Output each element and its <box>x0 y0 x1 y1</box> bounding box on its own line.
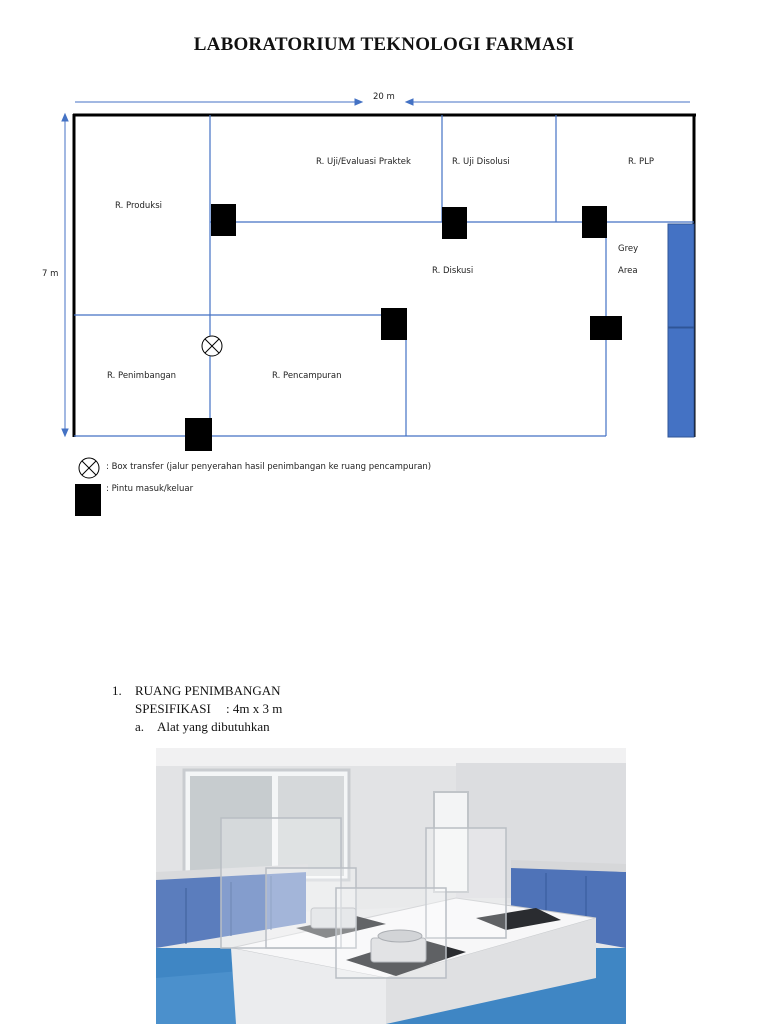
grey-area-wall-lower <box>667 327 695 438</box>
section-heading: RUANG PENIMBANGAN <box>135 683 281 698</box>
subsection-letter: a. <box>135 719 145 734</box>
room-label-penimbangan: R. Penimbangan <box>107 371 177 381</box>
spec-value: : 4m x 3 m <box>226 701 283 716</box>
room-label-produksi: R. Produksi <box>115 201 162 211</box>
room-label-pencampuran: R. Pencampuran <box>272 371 342 381</box>
floor-plan <box>61 98 696 516</box>
legend-box-transfer-icon <box>78 457 100 479</box>
room-label-diskusi: R. Diskusi <box>432 266 474 276</box>
weighing-room-photo <box>156 748 626 1024</box>
legend-box-transfer-text: : Box transfer (jalur penyerahan hasil p… <box>106 462 432 472</box>
door-plp <box>582 206 607 238</box>
doors <box>185 204 622 451</box>
grey-area-wall-upper <box>667 223 695 328</box>
room-label-plp: R. PLP <box>628 157 654 167</box>
height-dimension-label: 7 m <box>42 269 59 279</box>
door-penimbangan <box>185 418 212 451</box>
room-label-grey-area-1: Grey <box>618 244 639 254</box>
room-label-uji-evaluasi: R. Uji/Evaluasi Praktek <box>316 157 411 167</box>
room-label-grey-area-2: Area <box>618 266 638 276</box>
door-grey-area <box>590 316 622 340</box>
subsection-heading: Alat yang dibutuhkan <box>157 719 270 734</box>
door-uji-disolusi <box>442 207 467 239</box>
document-title: LABORATORIUM TEKNOLOGI FARMASI <box>193 34 575 55</box>
room-label-uji-disolusi: R. Uji Disolusi <box>452 157 510 167</box>
legend-door-text: : Pintu masuk/keluar <box>106 484 194 494</box>
section-number: 1. <box>112 683 122 698</box>
box-transfer-icon <box>201 335 223 357</box>
width-dimension-label: 20 m <box>373 92 395 102</box>
legend-door-icon <box>75 484 101 516</box>
height-dimension-arrow <box>61 112 69 438</box>
width-dimension-arrow <box>75 98 690 106</box>
spec-label: SPESIFIKASI <box>135 701 211 716</box>
door-pencampuran <box>381 308 407 340</box>
door-produksi <box>211 204 236 236</box>
